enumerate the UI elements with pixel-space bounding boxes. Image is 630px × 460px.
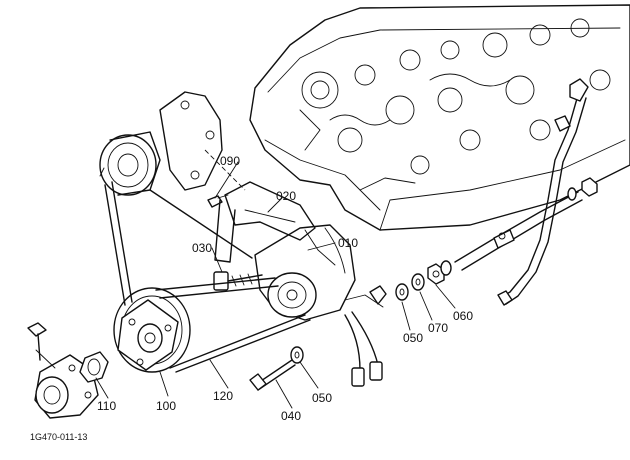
callout-100: 100: [156, 399, 176, 413]
crank-nut-110: [79, 351, 109, 383]
bolt-090: [207, 194, 229, 208]
adjusting-strap: [454, 191, 583, 271]
hub-bolt: [27, 322, 47, 361]
callout-030: 030: [192, 241, 212, 255]
bolt-040: [249, 359, 296, 391]
callouts: 090 020 030 010 040 050 050 070 060 110 …: [30, 154, 473, 442]
alternator-bracket: [214, 181, 316, 263]
v-belt: [104, 181, 311, 373]
callout-120: 120: [213, 389, 233, 403]
callout-050: 050: [403, 331, 423, 345]
callout-040: 040: [281, 409, 301, 423]
figure-code: 1G470-011-13: [30, 432, 87, 442]
wire-harness: [344, 311, 383, 387]
callout-110: 110: [97, 399, 116, 413]
callout-050-lower: 050: [312, 391, 332, 405]
crank-pulley: [113, 287, 191, 373]
fan-pulley: [99, 131, 161, 196]
water-pump: [159, 91, 246, 191]
washer-far: [440, 260, 452, 276]
callout-070: 070: [428, 321, 448, 335]
nut-pipe-end: [567, 177, 598, 201]
nut-060: [427, 263, 445, 285]
washer-050-lower: [290, 346, 304, 364]
alternator: [254, 224, 387, 321]
lock-washer-070: [411, 273, 425, 291]
callout-060: 060: [453, 309, 473, 323]
cylinder-head: [249, 4, 630, 231]
washer-050: [395, 283, 409, 301]
leader-lines: [95, 161, 456, 409]
callout-020: 020: [276, 189, 296, 203]
callout-090: 090: [220, 154, 240, 168]
bolt-030: [213, 271, 263, 291]
callout-010: 010: [338, 236, 358, 250]
